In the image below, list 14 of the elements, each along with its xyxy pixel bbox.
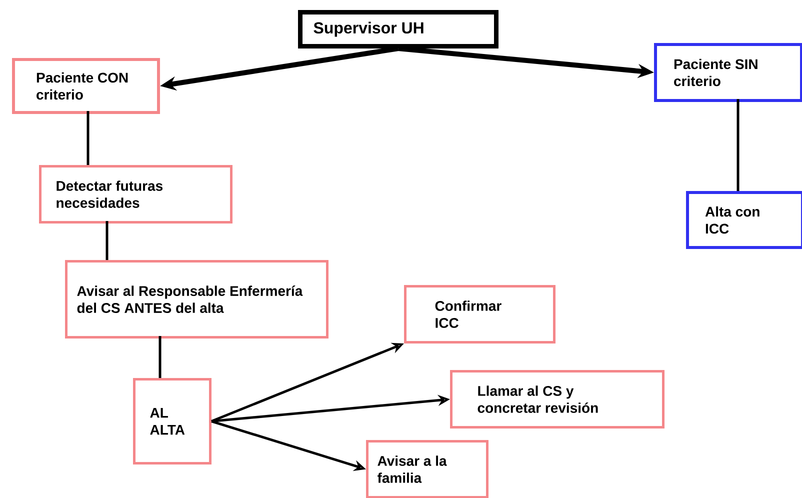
process-box: Alta con ICC (686, 191, 802, 249)
process-box: Detectar futuras necesidades (39, 165, 232, 224)
process-box: Llamar al CS y concretar revisión (450, 370, 664, 428)
process-box: AL ALTA (133, 378, 212, 464)
connector-line (86, 111, 90, 165)
process-box: Paciente CON criterio (12, 58, 160, 114)
process-box: Paciente SIN criterio (654, 43, 802, 102)
connector-line (106, 221, 108, 260)
process-box: Avisar a la familia (366, 440, 488, 498)
connector-line (158, 336, 162, 378)
title-box: Supervisor UH (298, 10, 498, 48)
process-box: Avisar al Responsable Enfermería del CS ANTES del alta (65, 260, 328, 338)
process-box: Confirmar ICC (404, 285, 556, 344)
connector-line (736, 99, 740, 191)
